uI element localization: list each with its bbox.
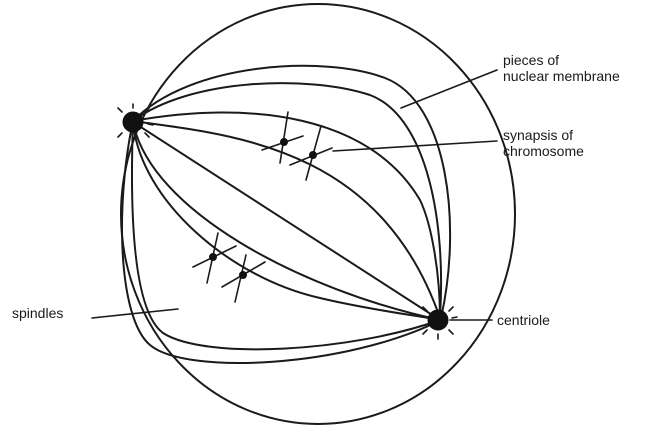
- label-nuclear-membrane-line-1: pieces of: [503, 52, 620, 68]
- leader-line-nuclear-membrane: [401, 70, 497, 108]
- nuclear-membrane-piece-lower-inner: [132, 122, 440, 349]
- chromosome-lower-left-centromere: [210, 254, 217, 261]
- chromosome-upper-left-centromere: [281, 139, 288, 146]
- label-spindles: spindles: [12, 305, 63, 321]
- chromosome-upper-right-centromere: [310, 152, 317, 159]
- chromosome-upper-left-arm-1: [280, 112, 288, 163]
- label-synapsis: synapsis of chromosome: [503, 127, 584, 159]
- leader-line-spindles: [92, 309, 178, 318]
- label-nuclear-membrane-line-2: nuclear membrane: [503, 68, 620, 84]
- chromosome-lower-right-centromere: [240, 272, 247, 279]
- label-synapsis-line-1: synapsis of: [503, 127, 584, 143]
- nuclear-membrane-piece-upper-outer: [133, 66, 450, 318]
- label-synapsis-line-2: chromosome: [503, 143, 584, 159]
- chromosome-pair-lower: [193, 233, 265, 302]
- label-nuclear-membrane: pieces of nuclear membrane: [503, 52, 620, 84]
- label-centriole: centriole: [497, 312, 550, 328]
- spindle-fiber-center: [133, 122, 440, 320]
